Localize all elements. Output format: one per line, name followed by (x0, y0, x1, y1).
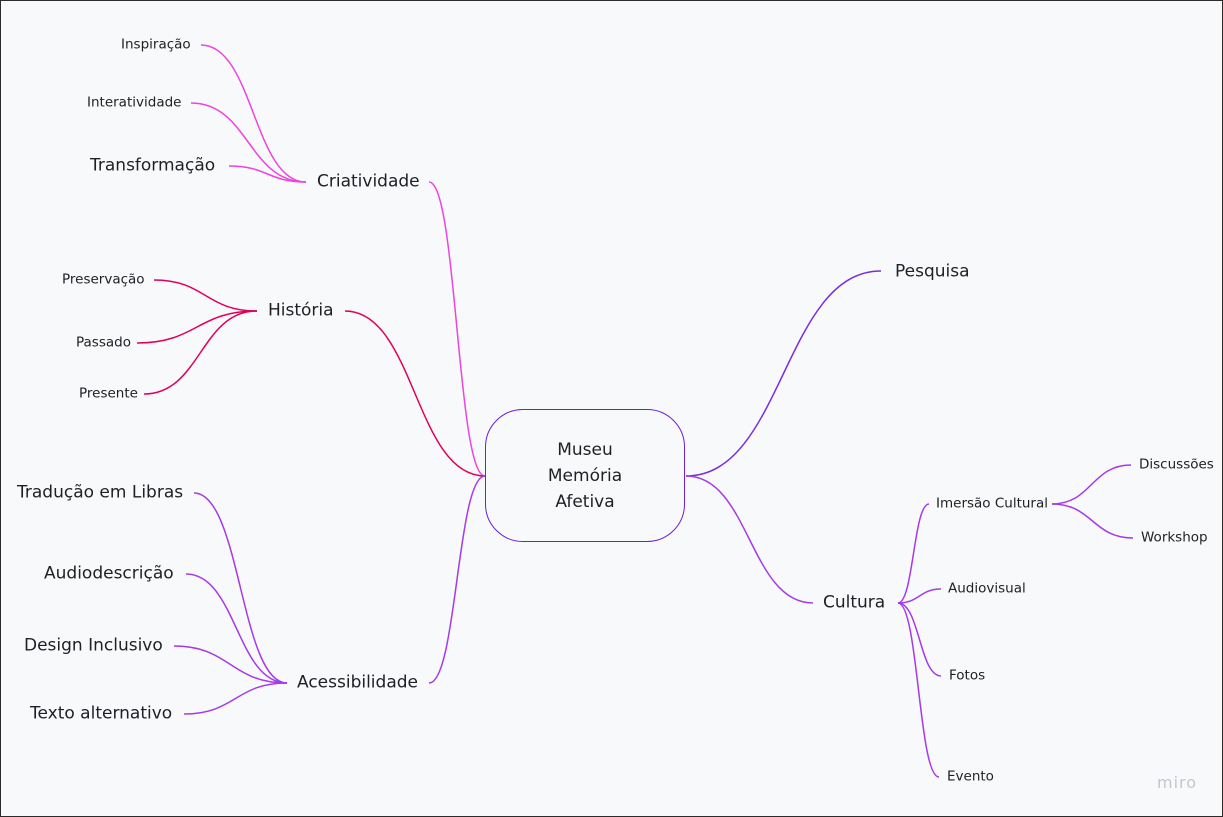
connector-imersao-discussoes (1051, 464, 1132, 505)
node-acessibilidade[interactable]: Acessibilidade (297, 672, 418, 693)
center-line-3: Afetiva (555, 491, 615, 512)
connector-center-historia (344, 310, 486, 477)
connector-historia-passado (136, 310, 258, 344)
connector-criatividade-transformacao (228, 165, 307, 183)
connector-acessibilidade-design (173, 645, 288, 684)
node-evento[interactable]: Evento (947, 768, 994, 785)
node-transformacao[interactable]: Transformação (90, 155, 216, 176)
node-traducao-libras[interactable]: Tradução em Libras (17, 482, 184, 503)
node-imersao-cultural[interactable]: Imersão Cultural (936, 495, 1049, 512)
connector-cultura-audiovisual (897, 588, 942, 604)
connector-cultura-fotos (897, 602, 942, 677)
connector-center-criatividade (428, 181, 486, 477)
connector-acessibilidade-traducao (193, 492, 288, 684)
node-fotos[interactable]: Fotos (949, 667, 986, 684)
node-criatividade[interactable]: Criatividade (317, 171, 420, 192)
node-discussoes[interactable]: Discussões (1139, 456, 1214, 473)
node-presente[interactable]: Presente (79, 385, 138, 402)
center-node[interactable]: Museu Memória Afetiva (485, 409, 685, 542)
node-inspiracao[interactable]: Inspiração (121, 36, 191, 53)
connector-imersao-workshop (1051, 503, 1134, 539)
node-preservacao[interactable]: Preservação (62, 271, 145, 288)
center-line-1: Museu (557, 439, 613, 460)
node-texto-alternativo[interactable]: Texto alternativo (30, 703, 173, 724)
connector-center-cultura (685, 475, 814, 604)
miro-watermark: miro (1157, 773, 1198, 792)
connector-historia-preservacao (153, 279, 258, 312)
connector-historia-presente (143, 310, 258, 395)
connector-acessibilidade-audiodescricao (185, 573, 288, 684)
center-line-2: Memória (547, 465, 623, 486)
node-audiodescricao[interactable]: Audiodescrição (44, 563, 174, 584)
connector-cultura-evento (897, 602, 940, 778)
node-interatividade[interactable]: Interatividade (87, 94, 182, 111)
connector-center-acessibilidade (428, 475, 486, 684)
node-passado[interactable]: Passado (76, 334, 131, 351)
node-design-inclusivo[interactable]: Design Inclusivo (24, 635, 163, 656)
connector-criatividade-interatividade (190, 102, 307, 183)
node-workshop[interactable]: Workshop (1141, 529, 1208, 546)
node-historia[interactable]: História (268, 300, 334, 321)
node-audiovisual[interactable]: Audiovisual (948, 580, 1026, 597)
node-cultura[interactable]: Cultura (823, 592, 886, 613)
connector-center-pesquisa (685, 270, 882, 477)
connector-cultura-imersao (897, 503, 930, 604)
node-pesquisa[interactable]: Pesquisa (895, 261, 970, 282)
connector-acessibilidade-texto (183, 682, 288, 715)
connector-criatividade-inspiracao (200, 44, 307, 183)
